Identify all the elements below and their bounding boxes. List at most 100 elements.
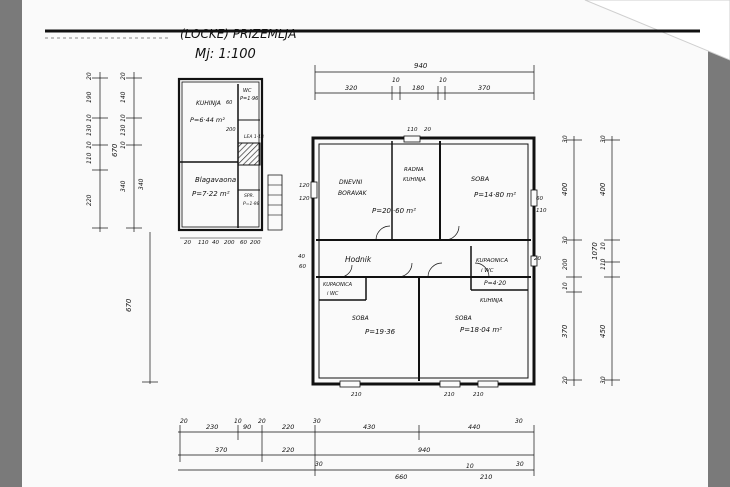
bottom1-2: 10 xyxy=(234,418,242,425)
left-a-7: 340 xyxy=(120,180,127,192)
paper-sheet xyxy=(22,0,708,487)
room-ostava-area: P=1·98 xyxy=(243,201,260,207)
side-mark-2: 60 xyxy=(536,196,543,202)
door-arc xyxy=(427,262,443,278)
door-arc xyxy=(397,262,413,278)
window-bottom-right xyxy=(477,380,499,388)
bottom1-1: 230 xyxy=(206,423,218,431)
right-b-6: 30 xyxy=(600,376,607,384)
room-dnevni-name-1: DNEVNI xyxy=(339,179,362,186)
room-blagavaona-name: Blagavaona xyxy=(195,176,236,184)
room-kuhinja-small-area: P=6·44 m² xyxy=(190,116,225,124)
window-left xyxy=(310,181,318,199)
room-kupaonica-l-name-1: KUPAONICA xyxy=(323,282,353,288)
room-radna-name-1: RADNA xyxy=(404,167,424,173)
small-bottom-dim-3: 200 xyxy=(224,240,235,246)
room-soba-bl-area: P=19·36 xyxy=(365,328,396,336)
room-soba-tr-name: SOBA xyxy=(471,175,489,183)
bottom1-8: 440 xyxy=(468,423,480,431)
left-b-2: 10 xyxy=(120,114,127,122)
door-arc xyxy=(375,225,391,241)
left-a-8: 220 xyxy=(86,194,93,206)
main-inner xyxy=(318,143,529,379)
door-top-dim-1: 20 xyxy=(424,127,431,133)
right-b-3: 10 xyxy=(600,242,607,250)
left-a-6: 670 xyxy=(111,143,119,157)
bottom2-2: 940 xyxy=(418,446,430,454)
door-arc xyxy=(339,264,353,278)
room-hodnik-name: Hodnik xyxy=(345,255,372,264)
left-b-0: 20 xyxy=(120,72,127,80)
left-wing: KUHINJA P=6·44 m² WC P=1·96 60 200 LEA 1… xyxy=(177,77,283,246)
side-steps xyxy=(267,174,283,231)
left-b-1: 140 xyxy=(120,91,127,103)
dim-60-wc: 60 xyxy=(226,100,232,106)
bottom1-7: 430 xyxy=(363,423,375,431)
right-a-6: 20 xyxy=(562,376,569,384)
bottom2-0: 370 xyxy=(215,446,227,454)
left-long: 670 xyxy=(125,298,133,312)
right-b-2: 1070 xyxy=(591,242,599,260)
top-total: 940 xyxy=(414,62,428,70)
bottom1-4: 20 xyxy=(258,418,266,425)
top-part-0: 320 xyxy=(345,84,357,92)
left-a-2: 10 xyxy=(86,114,93,122)
side-mark-6: 20 xyxy=(534,256,541,262)
room-kupaonica-l-name-2: i WC xyxy=(327,291,339,297)
chimney-hatch xyxy=(237,142,261,166)
side-mark-0: 120 xyxy=(299,183,310,189)
window-bottom-mid xyxy=(439,380,461,388)
room-wc-small-name: WC xyxy=(243,88,252,94)
right-b-0: 30 xyxy=(600,135,607,143)
right-b-4: 110 xyxy=(600,258,607,270)
dim-200-wc: 200 xyxy=(226,127,236,133)
window-right-small xyxy=(530,255,538,267)
right-a-2: 30 xyxy=(562,236,569,244)
window-mark-0: 210 xyxy=(351,392,362,398)
bottom2-4: 660 xyxy=(395,473,407,481)
side-mark-5: 60 xyxy=(299,264,306,270)
room-kuhinja-br-name: KUHINJA xyxy=(480,298,503,304)
door-top-dim-0: 110 xyxy=(407,127,418,133)
left-b-4: 10 xyxy=(120,141,127,149)
room-kupaonica-r-name-2: i WC xyxy=(481,268,494,274)
side-mark-1: 120 xyxy=(299,196,310,202)
door-arc xyxy=(474,262,490,278)
window-top xyxy=(403,135,421,143)
right-b-5: 450 xyxy=(599,324,607,338)
window-bottom-left xyxy=(339,380,361,388)
left-a-0: 20 xyxy=(86,72,93,80)
top-dimensions: 940 320 10 180 10 370 xyxy=(314,62,535,100)
room-soba-bl-name: SOBA xyxy=(352,315,369,322)
left-b-3: 130 xyxy=(120,124,127,136)
room-radna-name-2: KUHINJA xyxy=(403,177,426,183)
bottom2-6: 210 xyxy=(480,473,492,481)
bottom1-0: 20 xyxy=(180,418,188,425)
plan-title: (LOCKE) PRIZEMLJA xyxy=(180,27,296,41)
right-a-5: 370 xyxy=(561,324,569,338)
room-dnevni-name-2: BORAVAK xyxy=(338,190,368,197)
room-soba-tr-area: P=14·80 m² xyxy=(474,191,516,199)
room-dnevni-area: P=20'·60 m² xyxy=(372,207,416,215)
room-soba-br-area: P=18·04 m² xyxy=(460,326,502,334)
room-kuhinja-small-name: KUHINJA xyxy=(196,100,221,107)
small-bottom-dim-0: 20 xyxy=(184,240,191,246)
left-wing-outline xyxy=(177,77,264,232)
small-bottom-dim-1: 110 xyxy=(198,240,209,246)
bottom1-9: 30 xyxy=(515,418,523,425)
window-right xyxy=(530,189,538,207)
small-bottom-dim-4: 60 xyxy=(240,240,247,246)
left-a-3: 130 xyxy=(86,124,93,136)
bottom-dimensions: 20 230 10 90 20 220 30 430 440 30 370 22… xyxy=(178,418,535,481)
right-b-1: 400 xyxy=(599,182,607,196)
left-a-1: 190 xyxy=(86,91,93,103)
small-bottom-dim-2: 40 xyxy=(212,240,219,246)
bottom2-5: 10 xyxy=(466,463,474,470)
left-dimensions: 20 190 10 130 10 110 670 340 220 20 140 … xyxy=(86,72,158,384)
left-b-5: 340 xyxy=(138,178,145,190)
room-kupaonica-r-name-1: KUPAONICA xyxy=(476,258,508,264)
bottom1-6: 30 xyxy=(313,418,321,425)
bottom1-5: 220 xyxy=(282,423,294,431)
room-ostava-name: SPR. xyxy=(244,193,254,199)
